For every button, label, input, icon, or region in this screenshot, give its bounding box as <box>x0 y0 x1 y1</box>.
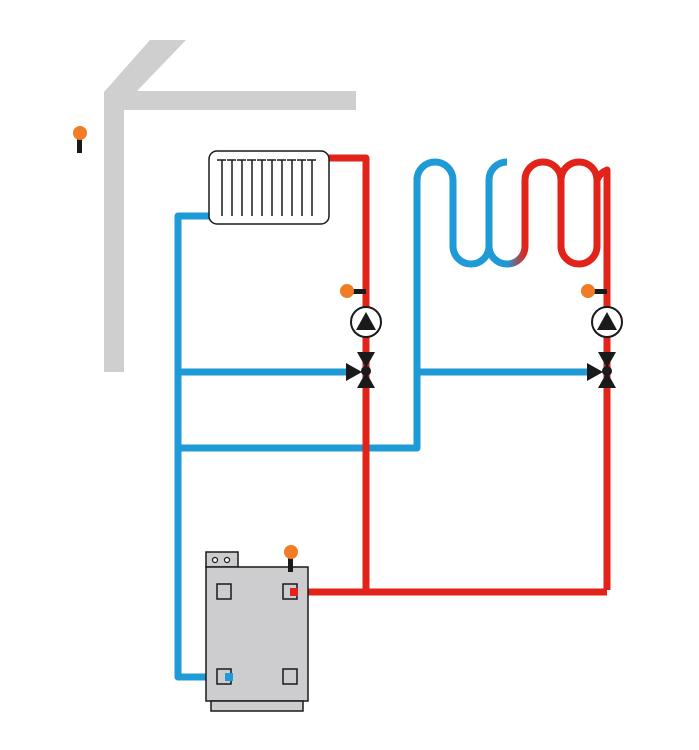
boiler-supply-connection <box>290 588 298 596</box>
heating-circuit-1-pump-icon <box>350 306 382 338</box>
radiator-supply-pipe <box>328 154 370 590</box>
radiator-icon <box>208 150 330 225</box>
heating-circuit-1-sensor-icon <box>340 284 366 298</box>
return-pipes <box>174 177 592 681</box>
supply-pipes <box>290 154 607 596</box>
building-outline <box>104 40 356 372</box>
boiler-return-connection <box>225 673 233 681</box>
heating-circuit-2-pump-icon <box>591 306 623 338</box>
heating-circuit-2-mixing-valve-icon <box>587 352 616 388</box>
underfloor-heating-coil <box>413 158 611 590</box>
boiler-icon <box>205 551 309 712</box>
heating-circuit-1-mixing-valve-icon <box>346 352 375 388</box>
underfloor-return-pipe <box>178 177 421 452</box>
boiler-temperature-sensor-icon <box>284 545 298 572</box>
heating-circuit-2-sensor-icon <box>581 284 607 298</box>
outdoor-temperature-sensor-icon <box>73 126 87 153</box>
